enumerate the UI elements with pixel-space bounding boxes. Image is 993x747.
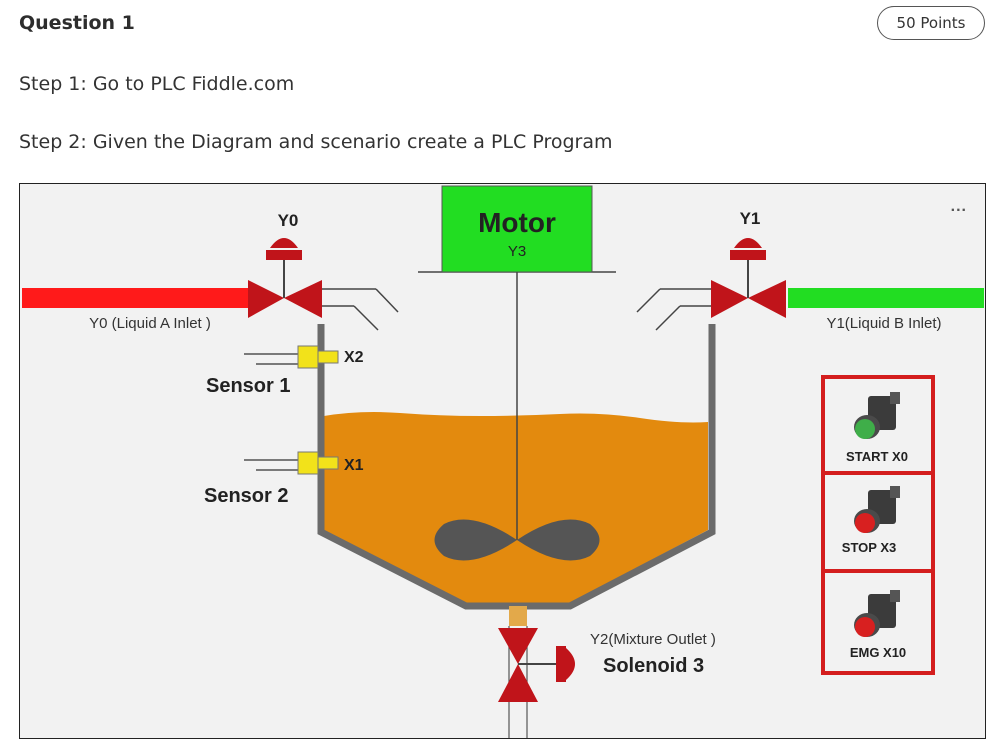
sensor-1-tag: X2 xyxy=(344,349,364,366)
sensor-1 xyxy=(244,345,339,369)
valve-y0-tag: Y0 xyxy=(278,211,299,230)
stop-button xyxy=(854,486,900,533)
valve-y1-tag: Y1 xyxy=(740,209,761,228)
mixer-impeller xyxy=(434,519,600,561)
liquid-a-pipe xyxy=(22,288,248,308)
outlet-pipe-top xyxy=(509,606,527,626)
valve-y1-label: Y1(Liquid B Inlet) xyxy=(826,315,941,332)
valve-y0 xyxy=(248,238,399,331)
step-2-text: Step 2: Given the Diagram and scenario c… xyxy=(19,131,613,153)
valve-y0-label: Y0 (Liquid A Inlet ) xyxy=(89,315,211,332)
button-panel xyxy=(821,375,935,675)
motor-box xyxy=(441,185,593,273)
step-1-text: Step 1: Go to PLC Fiddle.com xyxy=(19,73,295,95)
start-button-label: START X0 xyxy=(846,449,908,464)
points-badge: 50 Points xyxy=(877,6,985,40)
more-options-icon[interactable]: ... xyxy=(950,198,967,215)
emg-button xyxy=(854,590,900,637)
outlet-name: Solenoid 3 xyxy=(603,655,704,677)
outlet-label: Y2(Mixture Outlet ) xyxy=(590,631,716,648)
question-title: Question 1 xyxy=(19,12,135,34)
motor-tag: Y3 xyxy=(508,243,526,260)
start-button xyxy=(854,392,900,439)
valve-y2 xyxy=(498,628,575,702)
emg-button-label: EMG X10 xyxy=(850,645,906,660)
valve-y1 xyxy=(636,238,786,331)
sensor-2-label: Sensor 2 xyxy=(204,485,288,507)
sensor-2-tag: X1 xyxy=(344,457,364,474)
diagram-canvas: Y0 Y0 (Liquid A Inlet ) Y1 Y1(Liquid B I… xyxy=(22,185,984,738)
plc-diagram-image: ... Y0 Y0 (Liquid A Inlet ) xyxy=(19,183,986,739)
sensor-2 xyxy=(244,451,339,475)
liquid-b-pipe xyxy=(788,288,984,308)
tank-liquid xyxy=(324,412,708,604)
stop-button-label: STOP X3 xyxy=(842,540,896,555)
motor-label: Motor xyxy=(478,207,556,238)
sensor-1-label: Sensor 1 xyxy=(206,375,290,397)
